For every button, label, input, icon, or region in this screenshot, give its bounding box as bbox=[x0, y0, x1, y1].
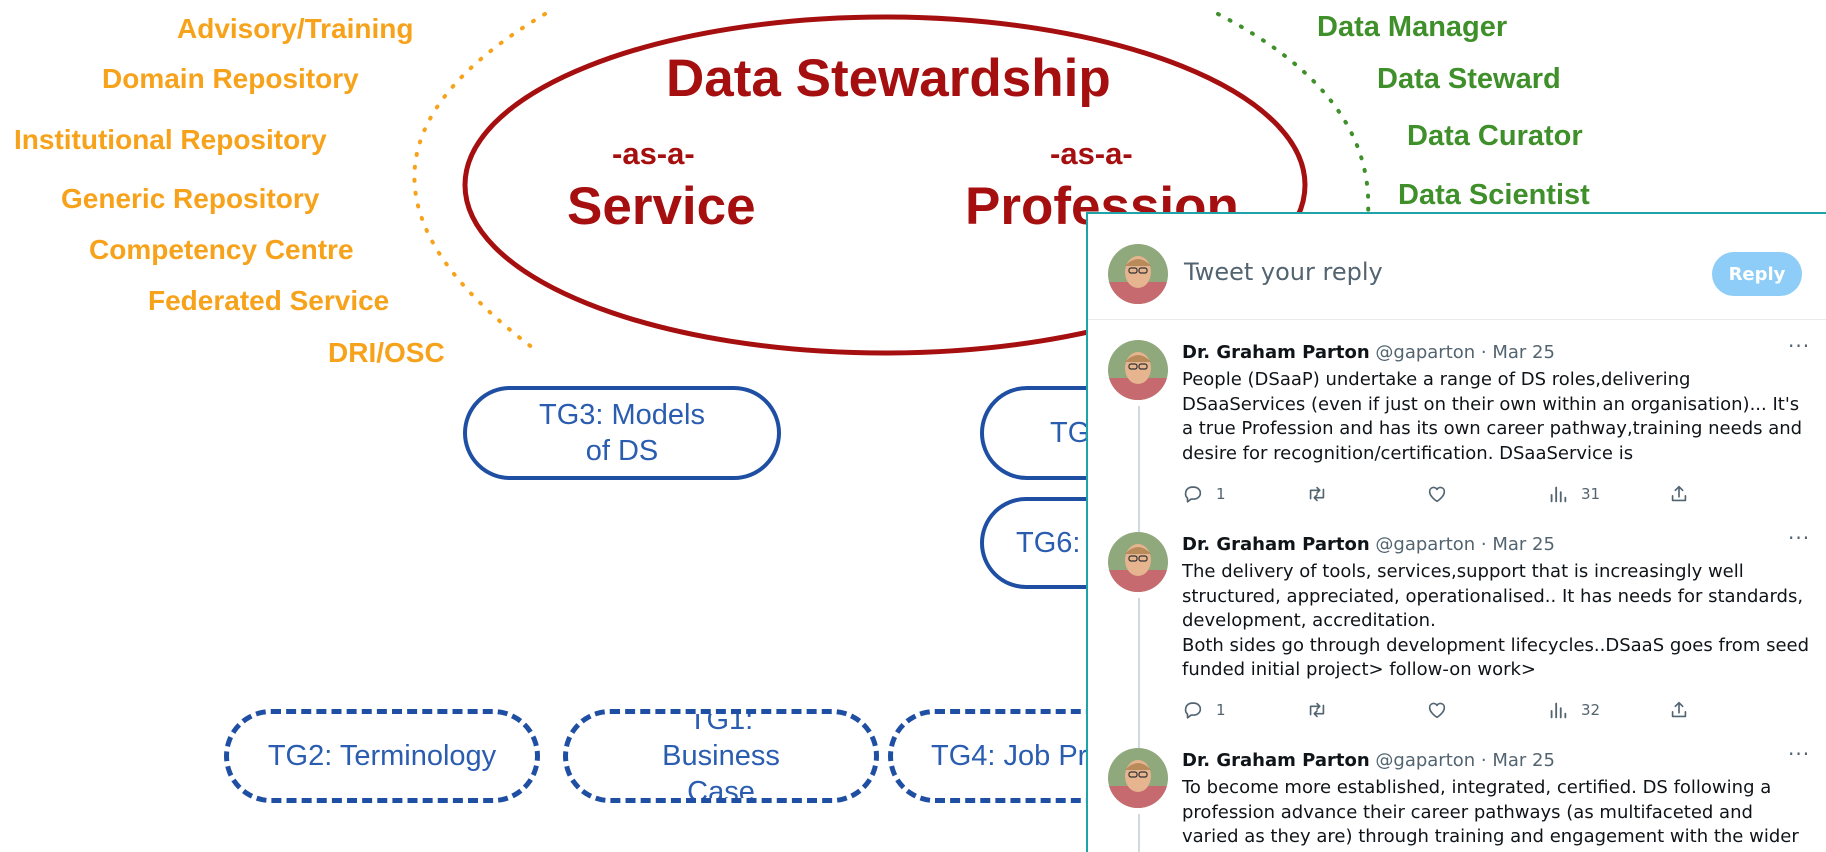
avatar[interactable] bbox=[1108, 748, 1168, 808]
more-icon[interactable]: ··· bbox=[1788, 334, 1811, 358]
tweet-paragraph: The delivery of tools, services,support … bbox=[1182, 561, 1804, 631]
right-dotted-arc bbox=[1216, 12, 1371, 217]
like-action[interactable] bbox=[1426, 699, 1448, 721]
tweet-text: To become more established, integrated, … bbox=[1182, 776, 1812, 852]
views-action[interactable]: 32 bbox=[1547, 699, 1600, 721]
left-label-generic-repo: Generic Repository bbox=[61, 183, 320, 214]
avatar[interactable] bbox=[1108, 340, 1168, 400]
share-icon bbox=[1671, 485, 1687, 502]
reply-action[interactable]: 1 bbox=[1182, 699, 1226, 721]
tg6-label: TG6: bbox=[1016, 527, 1081, 559]
tweet-3[interactable]: Dr. Graham Parton @gaparton · Mar 25 ···… bbox=[1088, 742, 1826, 852]
diagram-title: Data Stewardship bbox=[666, 49, 1111, 108]
author-name[interactable]: Dr. Graham Parton bbox=[1182, 750, 1370, 771]
tg2-label: TG2: Terminology bbox=[267, 740, 497, 772]
tweet-paragraph: Both sides go through development lifecy… bbox=[1182, 634, 1810, 681]
right-label-data-curator: Data Curator bbox=[1407, 120, 1583, 152]
tweet-1[interactable]: Dr. Graham Parton @gaparton · Mar 25 ···… bbox=[1088, 334, 1826, 536]
tweet-paragraph: People (DSaaP) undertake a range of DS r… bbox=[1182, 369, 1803, 464]
tweet-header: Dr. Graham Parton @gaparton · Mar 25 bbox=[1182, 534, 1555, 555]
views-count: 32 bbox=[1581, 701, 1601, 719]
left-label-dri-osc: DRI/OSC bbox=[328, 337, 445, 368]
tg2-pill: TG2: Terminology bbox=[224, 709, 540, 803]
views-action[interactable]: 31 bbox=[1547, 483, 1600, 505]
tg-partial-label: TG bbox=[1050, 417, 1091, 449]
reply-icon bbox=[1184, 486, 1202, 503]
reply-composer: Tweet your reply Reply bbox=[1088, 214, 1826, 320]
reply-icon bbox=[1184, 702, 1202, 719]
author-handle-date[interactable]: @gaparton · Mar 25 bbox=[1375, 534, 1555, 555]
tweet-header: Dr. Graham Parton @gaparton · Mar 25 bbox=[1182, 750, 1555, 771]
tg1-pill: TG1: Business Case bbox=[563, 709, 879, 803]
author-handle-date[interactable]: @gaparton · Mar 25 bbox=[1375, 750, 1555, 771]
share-action[interactable] bbox=[1668, 699, 1690, 721]
more-icon[interactable]: ··· bbox=[1788, 742, 1811, 766]
like-icon bbox=[1428, 486, 1446, 503]
tweet-text: The delivery of tools, services,support … bbox=[1182, 560, 1812, 683]
left-dotted-arc bbox=[412, 12, 547, 350]
as-a-right: -as-a- bbox=[1050, 136, 1133, 171]
tweet-actions: 1 32 bbox=[1182, 699, 1782, 725]
share-action[interactable] bbox=[1668, 483, 1690, 505]
tweet-header: Dr. Graham Parton @gaparton · Mar 25 bbox=[1182, 342, 1555, 363]
thread-line bbox=[1138, 814, 1140, 852]
tweet-text: People (DSaaP) undertake a range of DS r… bbox=[1182, 368, 1812, 466]
thread-line bbox=[1138, 598, 1140, 748]
left-label-advisory: Advisory/Training bbox=[177, 13, 414, 44]
views-count: 31 bbox=[1581, 485, 1601, 503]
author-handle-date[interactable]: @gaparton · Mar 25 bbox=[1375, 342, 1555, 363]
avatar[interactable] bbox=[1108, 244, 1168, 304]
central-ellipse bbox=[462, 14, 1308, 356]
reply-input[interactable]: Tweet your reply bbox=[1184, 258, 1383, 286]
views-icon bbox=[1550, 702, 1567, 719]
thread-line bbox=[1138, 406, 1140, 536]
right-label-data-manager: Data Manager bbox=[1317, 11, 1508, 43]
right-label-data-steward: Data Steward bbox=[1377, 63, 1561, 95]
reply-button[interactable]: Reply bbox=[1712, 252, 1802, 296]
more-icon[interactable]: ··· bbox=[1788, 526, 1811, 550]
tweet-thread-panel: Tweet your reply Reply Dr. Graham Parton… bbox=[1086, 212, 1826, 852]
retweet-action[interactable] bbox=[1306, 699, 1328, 721]
reply-count: 1 bbox=[1216, 701, 1226, 719]
author-name[interactable]: Dr. Graham Parton bbox=[1182, 534, 1370, 555]
like-action[interactable] bbox=[1426, 483, 1448, 505]
right-label-data-scientist: Data Scientist bbox=[1398, 179, 1590, 211]
tg3-pill: TG3: Models of DS bbox=[463, 386, 781, 480]
service-label: Service bbox=[567, 177, 756, 236]
views-icon bbox=[1550, 486, 1567, 503]
left-label-institutional-repo: Institutional Repository bbox=[14, 124, 327, 155]
left-label-competency: Competency Centre bbox=[89, 234, 354, 265]
avatar[interactable] bbox=[1108, 532, 1168, 592]
tweet-paragraph: To become more established, integrated, … bbox=[1182, 777, 1799, 852]
share-icon bbox=[1671, 701, 1687, 718]
retweet-icon bbox=[1309, 486, 1325, 502]
tg3-label: TG3: Models of DS bbox=[539, 399, 705, 467]
tg4-label: TG4: Job Pr bbox=[931, 740, 1088, 772]
as-a-left: -as-a- bbox=[612, 136, 695, 171]
like-icon bbox=[1428, 702, 1446, 719]
retweet-icon bbox=[1309, 702, 1325, 718]
author-name[interactable]: Dr. Graham Parton bbox=[1182, 342, 1370, 363]
reply-action[interactable]: 1 bbox=[1182, 483, 1226, 505]
tweet-2[interactable]: Dr. Graham Parton @gaparton · Mar 25 ···… bbox=[1088, 526, 1826, 748]
left-label-federated: Federated Service bbox=[148, 285, 390, 316]
retweet-action[interactable] bbox=[1306, 483, 1328, 505]
left-label-domain-repo: Domain Repository bbox=[102, 63, 359, 94]
tweet-actions: 1 31 bbox=[1182, 483, 1782, 509]
tg1-label: TG1: Business Case bbox=[662, 709, 780, 803]
reply-count: 1 bbox=[1216, 485, 1226, 503]
